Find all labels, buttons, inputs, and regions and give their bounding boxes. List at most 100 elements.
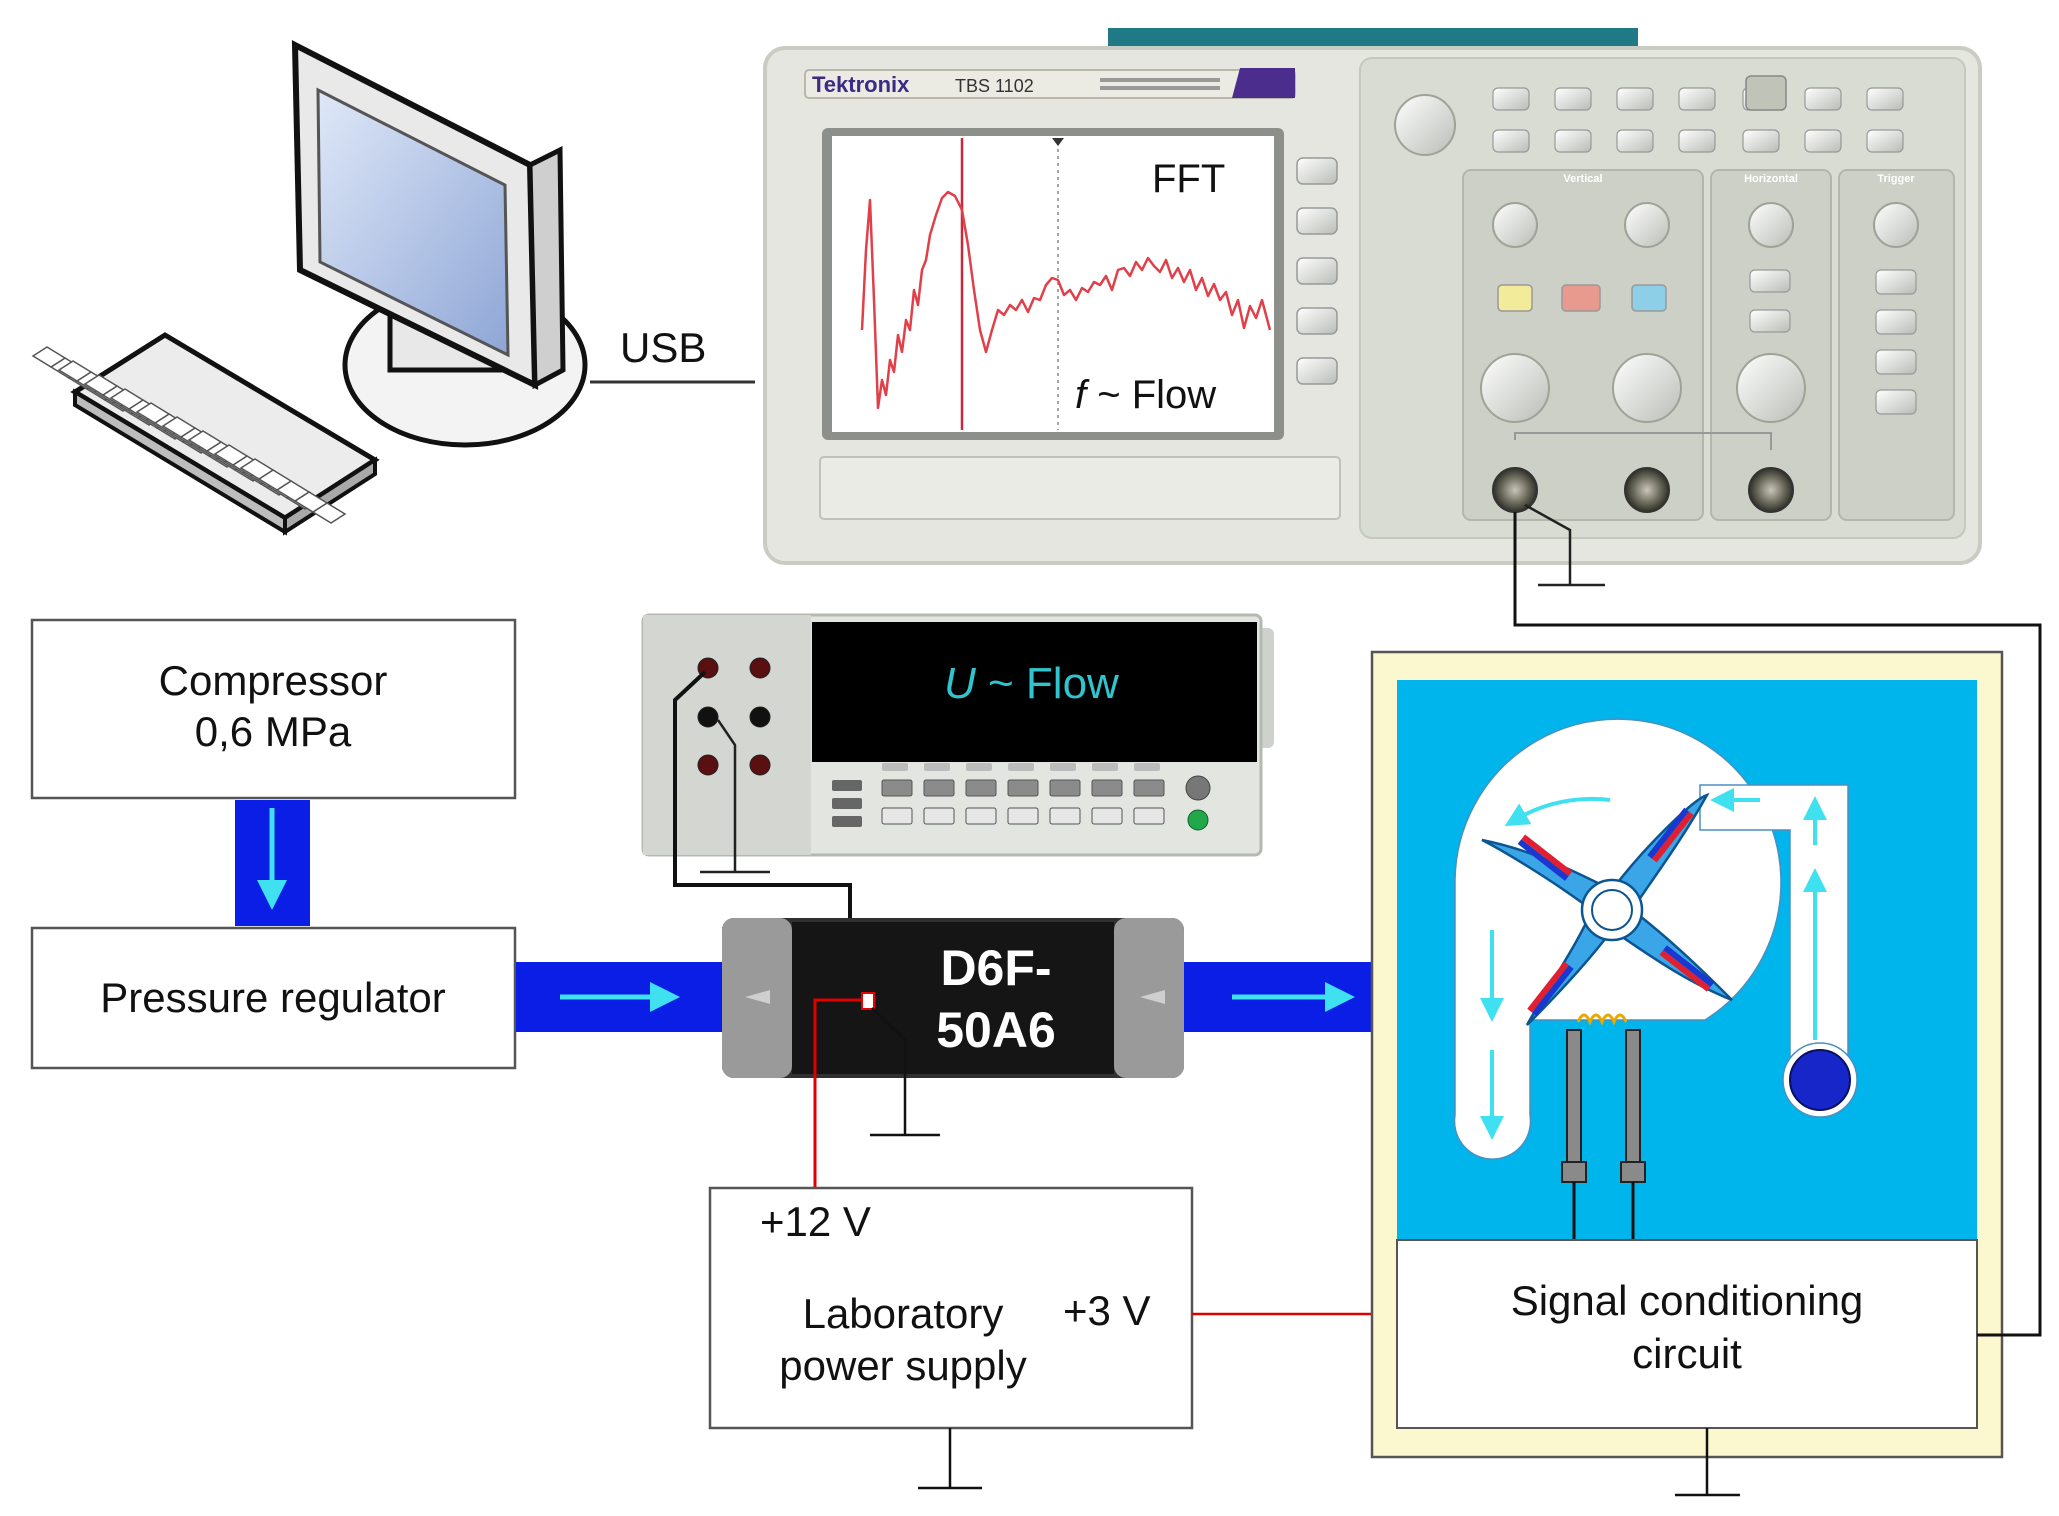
rotor xyxy=(1481,792,1733,1026)
monitor-back xyxy=(527,145,566,390)
multimeter-softkey[interactable] xyxy=(882,763,908,771)
function-button[interactable] xyxy=(1554,87,1592,111)
multimeter-softkey[interactable] xyxy=(1092,763,1118,771)
trigger-menu-button[interactable] xyxy=(1875,309,1917,335)
power-supply-12v: +12 V xyxy=(760,1198,871,1245)
multimeter-softkey[interactable] xyxy=(1134,763,1160,771)
function-button[interactable] xyxy=(1492,129,1530,153)
multimeter-softkey[interactable] xyxy=(924,763,950,771)
multimeter-knob[interactable] xyxy=(1185,775,1211,801)
horizontal-menu-button[interactable] xyxy=(1749,309,1791,333)
ch1-position-knob[interactable] xyxy=(1492,202,1538,248)
power-supply-3v: +3 V xyxy=(1063,1287,1151,1334)
screen-caption-flow: f ~ Flow xyxy=(1075,373,1216,417)
terminal-hi-sense[interactable] xyxy=(749,657,771,679)
ch2-input-connector[interactable] xyxy=(1624,467,1670,513)
keyboard-key xyxy=(239,458,275,480)
signal-conditioning-label-1: Signal conditioning xyxy=(1511,1277,1864,1324)
keyboard-key xyxy=(135,402,171,424)
monitor-screen xyxy=(316,87,510,358)
multimeter-range-button[interactable] xyxy=(1133,807,1165,825)
ch1-menu-button[interactable] xyxy=(1497,284,1533,312)
multimeter-range-button[interactable] xyxy=(965,807,997,825)
function-button[interactable] xyxy=(1866,129,1904,153)
power-supply-label-1: Laboratory xyxy=(803,1290,1004,1337)
ext-trig-connector[interactable] xyxy=(1748,467,1794,513)
keyboard-key xyxy=(109,388,145,410)
keyboard-key xyxy=(187,430,223,452)
flow-sensor: D6F- 50A6 xyxy=(722,918,1184,1137)
trigger-level-knob[interactable] xyxy=(1873,202,1919,248)
function-button[interactable] xyxy=(1804,87,1842,111)
supply-12v-wire xyxy=(813,998,862,1188)
multimeter-function-button[interactable] xyxy=(1049,779,1081,797)
multimeter-function-button[interactable] xyxy=(1091,779,1123,797)
rotor-magnet xyxy=(1647,807,1694,863)
math-menu-button[interactable] xyxy=(1561,284,1601,312)
flow-sensor-model-1: D6F- xyxy=(940,940,1051,996)
flow-sensor-model-2: 50A6 xyxy=(936,1002,1056,1058)
screen-menu-button[interactable] xyxy=(1296,257,1338,285)
function-button[interactable] xyxy=(1804,129,1842,153)
horizontal-menu-button[interactable] xyxy=(1749,269,1791,293)
terminal-lo[interactable] xyxy=(697,706,719,728)
multimeter-range-button[interactable] xyxy=(1091,807,1123,825)
ch1-input-connector[interactable] xyxy=(1492,467,1538,513)
multimeter-function-button[interactable] xyxy=(1007,779,1039,797)
trigger-menu-button[interactable] xyxy=(1875,269,1917,295)
scope-signal-wire xyxy=(1513,512,2042,1337)
multimeter-soft-button[interactable] xyxy=(832,798,862,809)
multimeter-soft-button[interactable] xyxy=(832,780,862,791)
measurement-chamber: Signal conditioning circuit xyxy=(1370,650,2004,1497)
ch2-menu-button[interactable] xyxy=(1631,284,1667,312)
rotor-magnet xyxy=(1517,834,1573,881)
multimeter-range-button[interactable] xyxy=(923,807,955,825)
sensor-probe-left xyxy=(1566,1029,1582,1171)
ch1-scale-knob[interactable] xyxy=(1480,353,1550,423)
compressor-label: Compressor xyxy=(159,657,388,704)
function-button[interactable] xyxy=(1554,129,1592,153)
screen-menu-button[interactable] xyxy=(1296,207,1338,235)
multimeter-range-button[interactable] xyxy=(1007,807,1039,825)
computer xyxy=(31,40,588,536)
function-button[interactable] xyxy=(1742,129,1780,153)
ch2-position-knob[interactable] xyxy=(1624,202,1670,248)
run-stop-button[interactable] xyxy=(1745,75,1787,111)
multimeter-softkey[interactable] xyxy=(966,763,992,771)
trigger-menu-button[interactable] xyxy=(1875,349,1917,375)
function-button[interactable] xyxy=(1616,87,1654,111)
power-supply-label-2: power supply xyxy=(779,1342,1026,1389)
horizontal-position-knob[interactable] xyxy=(1748,202,1794,248)
multimeter-softkey[interactable] xyxy=(1050,763,1076,771)
compressor-pressure: 0,6 MPa xyxy=(195,708,352,755)
horizontal-scale-knob[interactable] xyxy=(1736,353,1806,423)
terminal-lo-sense[interactable] xyxy=(749,706,771,728)
ch2-scale-knob[interactable] xyxy=(1612,353,1682,423)
keyboard-key xyxy=(83,374,119,396)
function-button[interactable] xyxy=(1492,87,1530,111)
trigger-menu-button[interactable] xyxy=(1875,389,1917,415)
function-button[interactable] xyxy=(1616,129,1654,153)
multipurpose-knob[interactable] xyxy=(1394,94,1456,156)
section-horizontal: Horizontal xyxy=(1744,173,1798,185)
signal-conditioning-label-2: circuit xyxy=(1632,1330,1742,1377)
multimeter-function-button[interactable] xyxy=(923,779,955,797)
screen-menu-button[interactable] xyxy=(1296,307,1338,335)
multimeter-function-button[interactable] xyxy=(965,779,997,797)
signal-conditioning-box xyxy=(1396,1239,1978,1429)
function-button[interactable] xyxy=(1678,129,1716,153)
multimeter-soft-button[interactable] xyxy=(832,816,862,827)
multimeter-range-button[interactable] xyxy=(881,807,913,825)
multimeter-softkey[interactable] xyxy=(1008,763,1034,771)
function-button[interactable] xyxy=(1678,87,1716,111)
pressure-regulator-box xyxy=(30,926,517,1070)
terminal-i[interactable] xyxy=(697,754,719,776)
multimeter-function-button[interactable] xyxy=(1133,779,1165,797)
screen-menu-button[interactable] xyxy=(1296,357,1338,385)
function-button[interactable] xyxy=(1866,87,1904,111)
terminal-i-2[interactable] xyxy=(749,754,771,776)
function-buttons xyxy=(1492,75,1904,153)
screen-menu-button[interactable] xyxy=(1296,157,1338,185)
multimeter-function-button[interactable] xyxy=(881,779,913,797)
multimeter-range-button[interactable] xyxy=(1049,807,1081,825)
